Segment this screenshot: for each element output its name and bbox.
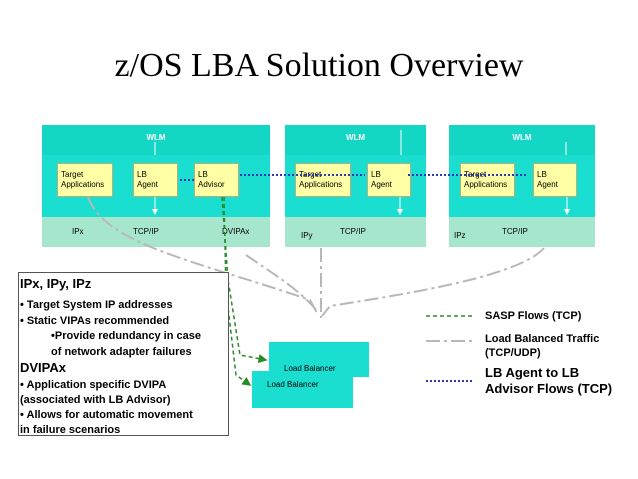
info-bullet: • Static VIPAs recommended (20, 315, 170, 327)
wlm-bar: WLM (285, 125, 426, 155)
tcpip-label: TCP/IP (340, 227, 366, 236)
legend-agent-advisor-label-2: Advisor Flows (TCP) (485, 381, 613, 396)
info-panel: IPx, IPy, IPz • Target System IP address… (18, 272, 229, 436)
load-balancer-label: Load Balancer (267, 380, 319, 389)
agent-advisor-lines (180, 174, 527, 181)
wlm-label: WLM (345, 133, 366, 142)
wlm-bar: WLM (42, 125, 270, 155)
legend-sasp-label: SASP Flows (TCP) (485, 310, 582, 322)
info-bullet: • Target System IP addresses (20, 299, 173, 311)
info-line: (associated with LB Advisor) (20, 394, 171, 406)
dvipa-heading: DVIPAx (20, 360, 66, 375)
ip-bar (449, 217, 595, 247)
ip-bar (285, 217, 426, 247)
legend-lines (426, 315, 472, 382)
ip-heading: IPx, IPy, IPz (20, 276, 92, 291)
info-bullet: • Allows for automatic movement (20, 409, 193, 421)
load-balanced-traffic-lines (87, 196, 545, 318)
legend-lb-traffic-label: Load Balanced Traffic (485, 333, 600, 345)
wlm-label: WLM (146, 133, 166, 142)
sasp-flow-lines (221, 196, 268, 386)
ip-label: IPy (301, 231, 313, 240)
info-sub-bullet: •Provide redundancy in case (51, 330, 201, 342)
info-line: in failure scenarios (20, 424, 121, 436)
legend-agent-advisor-label: LB Agent to LB (485, 365, 580, 380)
wlm-label: WLM (512, 133, 532, 142)
load-balancer-label: Load Balancer (284, 364, 336, 373)
wlm-bar: WLM (449, 125, 595, 155)
load-balancer-2: Load Balancer (252, 371, 353, 408)
ip-bar (42, 217, 270, 247)
wlm-arrows (152, 130, 570, 215)
info-bullet: • Application specific DVIPA (20, 379, 167, 391)
tcpip-label: TCP/IP (133, 227, 159, 236)
tcpip-label: TCP/IP (502, 227, 528, 236)
dvipa-label: DVIPAx (222, 227, 250, 236)
ip-label: IPz (454, 231, 466, 240)
ip-label: IPx (72, 227, 84, 236)
legend-lb-traffic-label-2: (TCP/UDP) (485, 347, 541, 359)
page-title: z/OS LBA Solution Overview (114, 47, 524, 84)
info-sub-line: of network adapter failures (51, 346, 192, 358)
